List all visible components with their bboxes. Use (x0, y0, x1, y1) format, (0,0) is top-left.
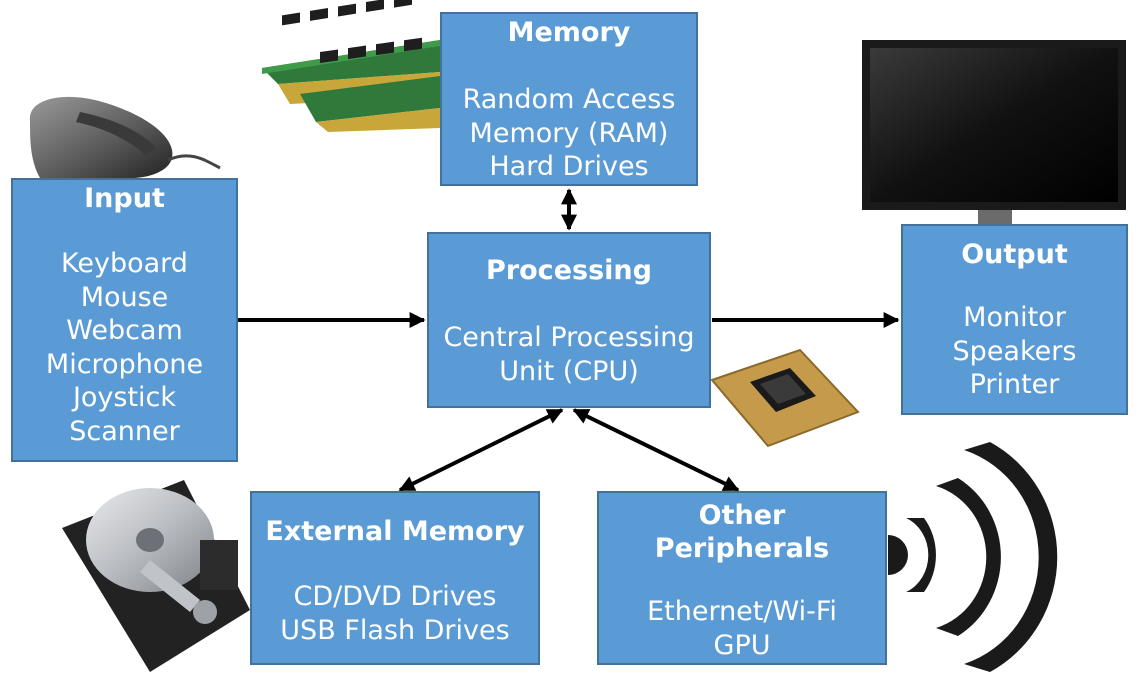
memory-title: Memory (507, 17, 631, 48)
output-item: Monitor (963, 302, 1066, 333)
output-item: Speakers (952, 335, 1077, 367)
monitor-icon (862, 40, 1126, 226)
ram-stick-icon (262, 0, 440, 132)
arrow-processing-external-memory (398, 408, 564, 492)
hard-drive-icon (62, 480, 250, 672)
output-item: Printer (969, 369, 1060, 400)
processing-item: Unit (CPU) (499, 355, 639, 387)
output-box: Output Monitor Speakers Printer (901, 224, 1128, 415)
other-peripherals-title: Peripherals (654, 533, 830, 564)
input-box: Input Keyboard Mouse Webcam Microphone J… (11, 178, 238, 462)
memory-box: Memory Random Access Memory (RAM) Hard D… (440, 12, 698, 186)
memory-item: Hard Drives (489, 151, 649, 182)
input-item: Joystick (72, 382, 177, 413)
cpu-chip-icon (710, 348, 860, 448)
other-peripherals-item: Ethernet/Wi-Fi (647, 596, 837, 627)
input-item: Scanner (69, 415, 180, 447)
processing-title: Processing (486, 255, 652, 286)
memory-item: Random Access (462, 84, 676, 115)
wifi-icon (888, 442, 1058, 672)
memory-item: Memory (RAM) (469, 117, 669, 149)
input-item: Microphone (45, 348, 204, 380)
external-memory-item: USB Flash Drives (280, 614, 510, 646)
connection-arrows (238, 188, 900, 492)
input-item: Mouse (80, 281, 169, 313)
other-peripherals-box: Other Peripherals Ethernet/Wi-Fi GPU (597, 491, 887, 665)
mouse-icon (29, 96, 221, 179)
processing-item: Central Processing (443, 322, 695, 353)
output-title: Output (961, 239, 1068, 270)
input-title: Input (84, 183, 165, 214)
arrow-processing-other-peripherals (572, 408, 740, 492)
external-memory-box: External Memory CD/DVD Drives USB Flash … (250, 491, 540, 665)
other-peripherals-item: GPU (713, 629, 771, 661)
processing-box: Processing Central Processing Unit (CPU) (427, 232, 711, 408)
other-peripherals-title: Other (698, 500, 786, 531)
input-item: Keyboard (61, 248, 188, 279)
external-memory-title: External Memory (265, 516, 525, 547)
external-memory-item: CD/DVD Drives (293, 581, 497, 612)
input-item: Webcam (66, 315, 183, 346)
